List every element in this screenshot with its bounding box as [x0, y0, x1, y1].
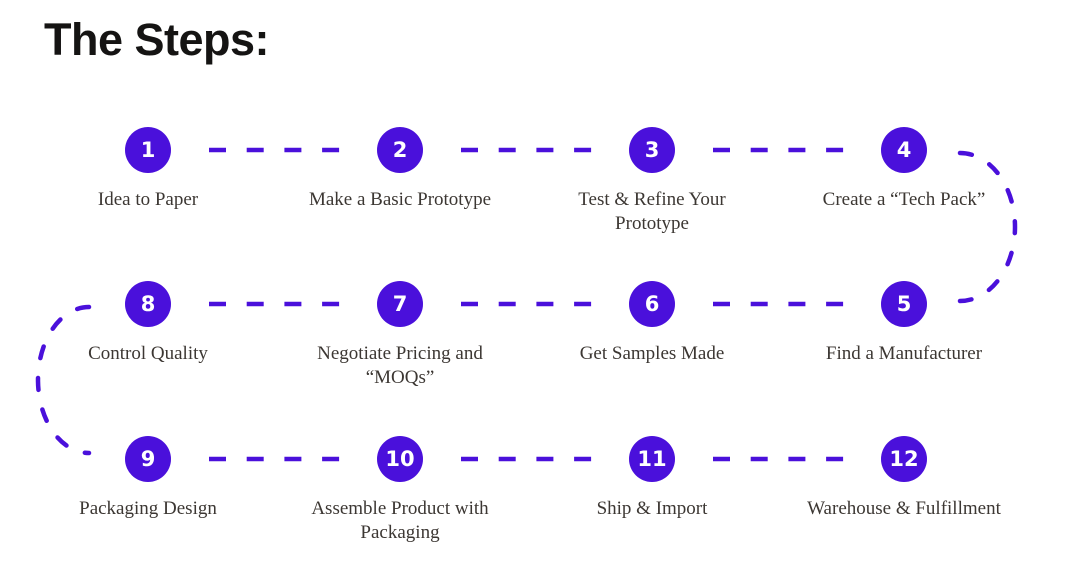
- step-5: 5 Find a Manufacturer: [784, 281, 1024, 366]
- step-11-number-badge: 11: [629, 436, 675, 482]
- step-8: 8 Control Quality: [28, 281, 268, 366]
- step-5-label: Find a Manufacturer: [825, 343, 983, 364]
- step-1-number-badge: 1: [125, 127, 171, 173]
- step-9-label: Packaging Design: [79, 498, 217, 519]
- step-1: 1 Idea to Paper: [28, 127, 268, 212]
- step-7-label: Negotiate Pricing and “MOQs”: [317, 343, 483, 388]
- connector-curve-step4-step5: [957, 150, 1018, 304]
- step-11: 11 Ship & Import: [532, 436, 772, 521]
- step-4: 4 Create a “Tech Pack”: [784, 127, 1024, 212]
- step-12: 12 Warehouse & Fulfillment: [784, 436, 1024, 521]
- step-6: 6 Get Samples Made: [532, 281, 772, 366]
- step-9-number-badge: 9: [125, 436, 171, 482]
- step-7: 7 Negotiate Pricing and “MOQs”: [280, 281, 520, 390]
- step-12-label: Warehouse & Fulfillment: [807, 498, 1001, 519]
- step-2-number-badge: 2: [377, 127, 423, 173]
- step-9: 9 Packaging Design: [28, 436, 268, 521]
- step-8-label: Control Quality: [88, 343, 208, 364]
- step-11-label: Ship & Import: [596, 498, 708, 519]
- step-6-label: Get Samples Made: [579, 343, 725, 364]
- step-4-number-badge: 4: [881, 127, 927, 173]
- step-2-label: Make a Basic Prototype: [308, 189, 492, 210]
- step-5-number-badge: 5: [881, 281, 927, 327]
- step-10: 10 Assemble Product with Packaging: [280, 436, 520, 545]
- step-8-number-badge: 8: [125, 281, 171, 327]
- page-title: The Steps:: [44, 14, 270, 65]
- step-3-label: Test & Refine Your Prototype: [578, 189, 726, 234]
- step-4-label: Create a “Tech Pack”: [822, 189, 986, 210]
- step-12-number-badge: 12: [881, 436, 927, 482]
- step-3-number-badge: 3: [629, 127, 675, 173]
- step-1-label: Idea to Paper: [97, 189, 199, 210]
- step-10-number-badge: 10: [377, 436, 423, 482]
- step-7-number-badge: 7: [377, 281, 423, 327]
- step-3: 3 Test & Refine Your Prototype: [532, 127, 772, 236]
- connector-curve-step8-step9: [35, 304, 92, 456]
- step-6-number-badge: 6: [629, 281, 675, 327]
- step-2: 2 Make a Basic Prototype: [280, 127, 520, 212]
- step-10-label: Assemble Product with Packaging: [311, 498, 489, 543]
